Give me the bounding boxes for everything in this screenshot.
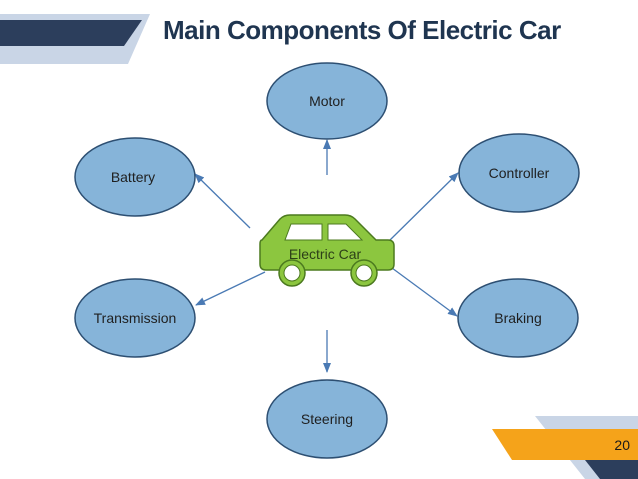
node-motor-label: Motor [309,93,345,109]
node-motor-ellipse [266,62,388,140]
corner-orange-shape [492,429,638,460]
banner-navy-shape [0,20,142,46]
node-steering-ellipse [266,379,388,459]
node-battery-label: Battery [111,169,155,185]
page-number: 20 [614,437,630,453]
node-battery: Battery [74,137,196,217]
slide-title: Main Components Of Electric Car [163,15,561,45]
node-controller-label: Controller [489,165,550,181]
corner-navy-shape [585,460,638,479]
node-motor: Motor [266,62,388,140]
node-controller: Controller [458,133,580,213]
node-transmission: Transmission [74,278,196,358]
node-controller-ellipse [458,133,580,213]
node-braking: Braking [457,278,579,358]
arrow-to-controller [389,172,459,241]
node-battery-ellipse [74,137,196,217]
node-braking-ellipse [457,278,579,358]
node-steering: Steering [266,379,388,459]
arrow-to-braking [391,267,458,317]
arrow-to-battery [194,173,251,229]
car-hubcap-rear [355,264,373,282]
center-label: Electric Car [289,246,362,262]
node-braking-label: Braking [494,310,541,326]
car-hubcap-front [283,264,301,282]
node-transmission-label: Transmission [94,310,177,326]
node-steering-label: Steering [301,411,353,427]
car-window-rear [327,223,364,241]
node-transmission-ellipse [74,278,196,358]
car-window-front [284,223,323,241]
car-icon: Electric Car [259,214,395,287]
arrow-to-transmission [195,271,266,306]
